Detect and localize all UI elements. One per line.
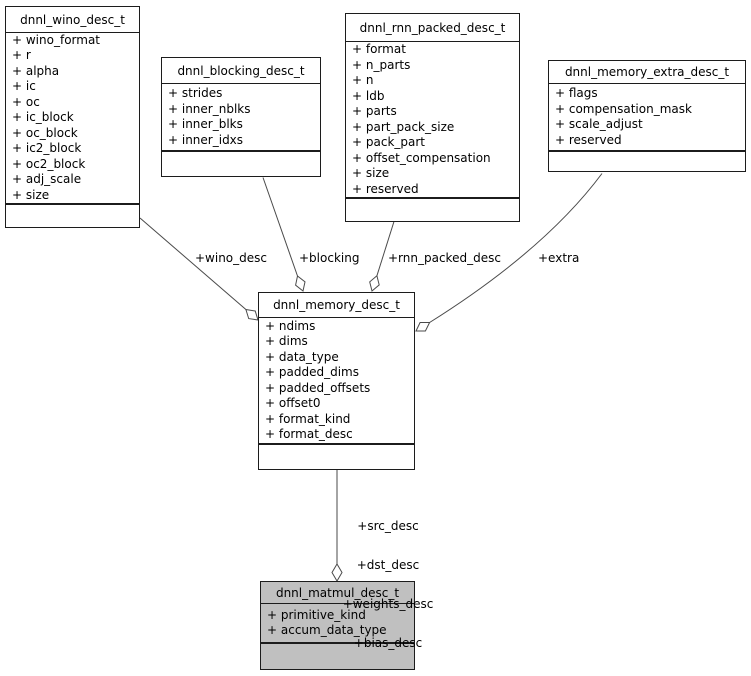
edge-rnn-memory [376,221,395,276]
attribute-row: + size [12,187,50,202]
attribute-row: + flags [555,86,598,100]
class-attributes: + flags+ compensation_mask+ scale_adjust… [549,84,745,152]
attribute-row: + ldb [352,88,385,103]
attribute-row: + alpha [12,63,60,78]
attribute-row: + padded_offsets [265,380,371,395]
aggregation-diamond-wino [245,308,259,321]
class-title: dnnl_blocking_desc_t [162,58,320,84]
class-title: dnnl_memory_extra_desc_t [549,61,745,84]
attribute-row: + ic2_block [12,141,82,156]
class-methods-compartment [6,205,139,227]
attribute-row: + pack_part [352,135,425,149]
edge-label-dst-desc: +dst_desc [356,558,420,572]
attribute-row: + size [352,166,390,180]
attribute-row: + part_pack_size [352,119,455,134]
attribute-row: + wino_format [12,33,101,47]
class-node-dnnl-wino-desc-t[interactable]: dnnl_wino_desc_t + wino_format+ r+ alpha… [5,6,140,228]
class-methods-compartment [346,199,519,221]
edge-label-weights-desc: +weights_desc [342,597,434,611]
edge-label-bias-desc: +bias_desc [353,636,423,650]
aggregation-diamond-blocking [295,275,306,292]
class-attributes: + wino_format+ r+ alpha+ ic+ oc+ ic_bloc… [6,33,139,205]
class-title: dnnl_matmul_desc_t [261,582,414,604]
attribute-row: + reserved [352,181,419,196]
class-title: dnnl_wino_desc_t [6,7,139,33]
edge-label-blocking: +blocking [299,251,360,265]
attribute-row: + offset_compensation [352,150,491,165]
attribute-row: + format_desc [265,427,353,441]
edge-label-src-desc: +src_desc [357,519,419,533]
aggregation-diamond-extra [415,322,431,332]
class-attributes: + strides+ inner_nblks+ inner_blks+ inne… [162,84,320,152]
class-node-dnnl-blocking-desc-t[interactable]: dnnl_blocking_desc_t + strides+ inner_nb… [161,57,321,177]
edge-label-wino-desc: +wino_desc [195,251,267,265]
attribute-row: + ic_block [12,110,74,125]
attribute-row: + offset0 [265,396,321,410]
attribute-row: + strides [168,86,223,100]
attribute-row: + scale_adjust [555,117,643,131]
class-methods-compartment [549,152,745,171]
class-attributes: + format+ n_parts+ n+ ldb+ parts+ part_p… [346,42,519,199]
class-title: dnnl_rnn_packed_desc_t [346,14,519,42]
attribute-row: + parts [352,104,397,118]
class-node-dnnl-rnn-packed-desc-t[interactable]: dnnl_rnn_packed_desc_t + format+ n_parts… [345,13,520,222]
class-node-dnnl-memory-desc-t[interactable]: dnnl_memory_desc_t + ndims+ dims+ data_t… [258,292,415,470]
class-attributes: + ndims+ dims+ data_type+ padded_dims+ p… [259,318,414,445]
attribute-row: + ndims [265,318,316,333]
attribute-row: + inner_blks [168,117,243,131]
attribute-row: + data_type [265,349,339,364]
aggregation-diamond-rnn [369,274,380,292]
class-attributes: + primitive_kind+ accum_data_type [261,604,414,644]
class-methods-compartment [259,445,414,469]
class-node-dnnl-matmul-desc-t: dnnl_matmul_desc_t + primitive_kind+ acc… [260,581,415,670]
edge-label-extra: +extra [538,251,580,265]
edge-blocking-memory [262,177,298,277]
attribute-row: + oc [12,94,40,109]
attribute-row: + oc2_block [12,156,86,171]
attribute-row: + compensation_mask [555,101,692,116]
attribute-row: + adj_scale [12,172,82,187]
attribute-row: + padded_dims [265,365,359,379]
attribute-row: + oc_block [12,125,78,140]
attribute-row: + inner_nblks [168,101,251,116]
attribute-row: + n_parts [352,57,411,72]
attribute-row: + primitive_kind [267,607,366,622]
class-node-dnnl-memory-extra-desc-t[interactable]: dnnl_memory_extra_desc_t + flags+ compen… [548,60,746,172]
edge-label-rnn-packed-desc: +rnn_packed_desc [388,251,501,265]
attribute-row: + inner_idxs [168,132,244,147]
attribute-row: + n [352,73,374,87]
attribute-row: + ic [12,79,36,94]
class-methods-compartment [162,152,320,176]
attribute-row: + dims [265,334,308,348]
attribute-row: + accum_data_type [267,623,387,637]
attribute-row: + format_kind [265,411,351,426]
edge-label-memory-members: +src_desc +dst_desc +weights_desc +bias_… [327,494,449,676]
class-title: dnnl_memory_desc_t [259,293,414,318]
attribute-row: + format [352,42,406,56]
attribute-row: + r [12,48,31,63]
attribute-row: + reserved [555,132,622,147]
